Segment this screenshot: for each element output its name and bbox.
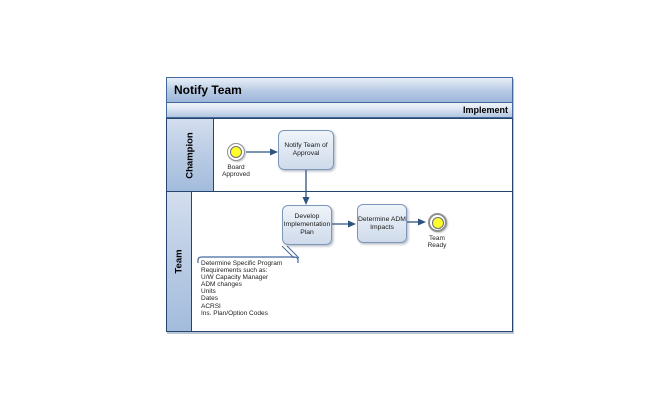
process-diagram: Notify Team Implement Champion Team [166, 77, 513, 332]
lane-team-label-strip: Team [167, 192, 193, 331]
end-event-circle-icon [431, 216, 444, 229]
lane-champion-body [214, 119, 512, 191]
diagram-title-bar: Notify Team [166, 77, 513, 103]
lane-team-label: Team [173, 249, 185, 274]
start-event-circle-icon [230, 146, 242, 158]
task-develop-implementation-plan: Develop Implementation Plan [282, 205, 332, 245]
diagram-title: Notify Team [174, 83, 242, 97]
phase-label: Implement [462, 105, 508, 115]
task-determine-adm-impacts: Determine ADM Impacts [357, 204, 407, 243]
start-event-board-approved [227, 143, 245, 161]
end-event-team-ready [428, 213, 447, 232]
end-event-label: Team Ready [427, 235, 447, 250]
lane-champion: Champion [167, 119, 512, 192]
annotation-text: Determine Specific Program Requirements … [201, 260, 283, 317]
lane-champion-label: Champion [184, 131, 196, 179]
task-notify-team-of-approval: Notify Team of Approval [278, 130, 334, 170]
swimlane-container: Champion Team [166, 118, 513, 332]
lane-champion-label-strip: Champion [167, 119, 215, 191]
phase-band: Implement [166, 103, 513, 118]
start-event-label: Board Approved [222, 164, 250, 179]
